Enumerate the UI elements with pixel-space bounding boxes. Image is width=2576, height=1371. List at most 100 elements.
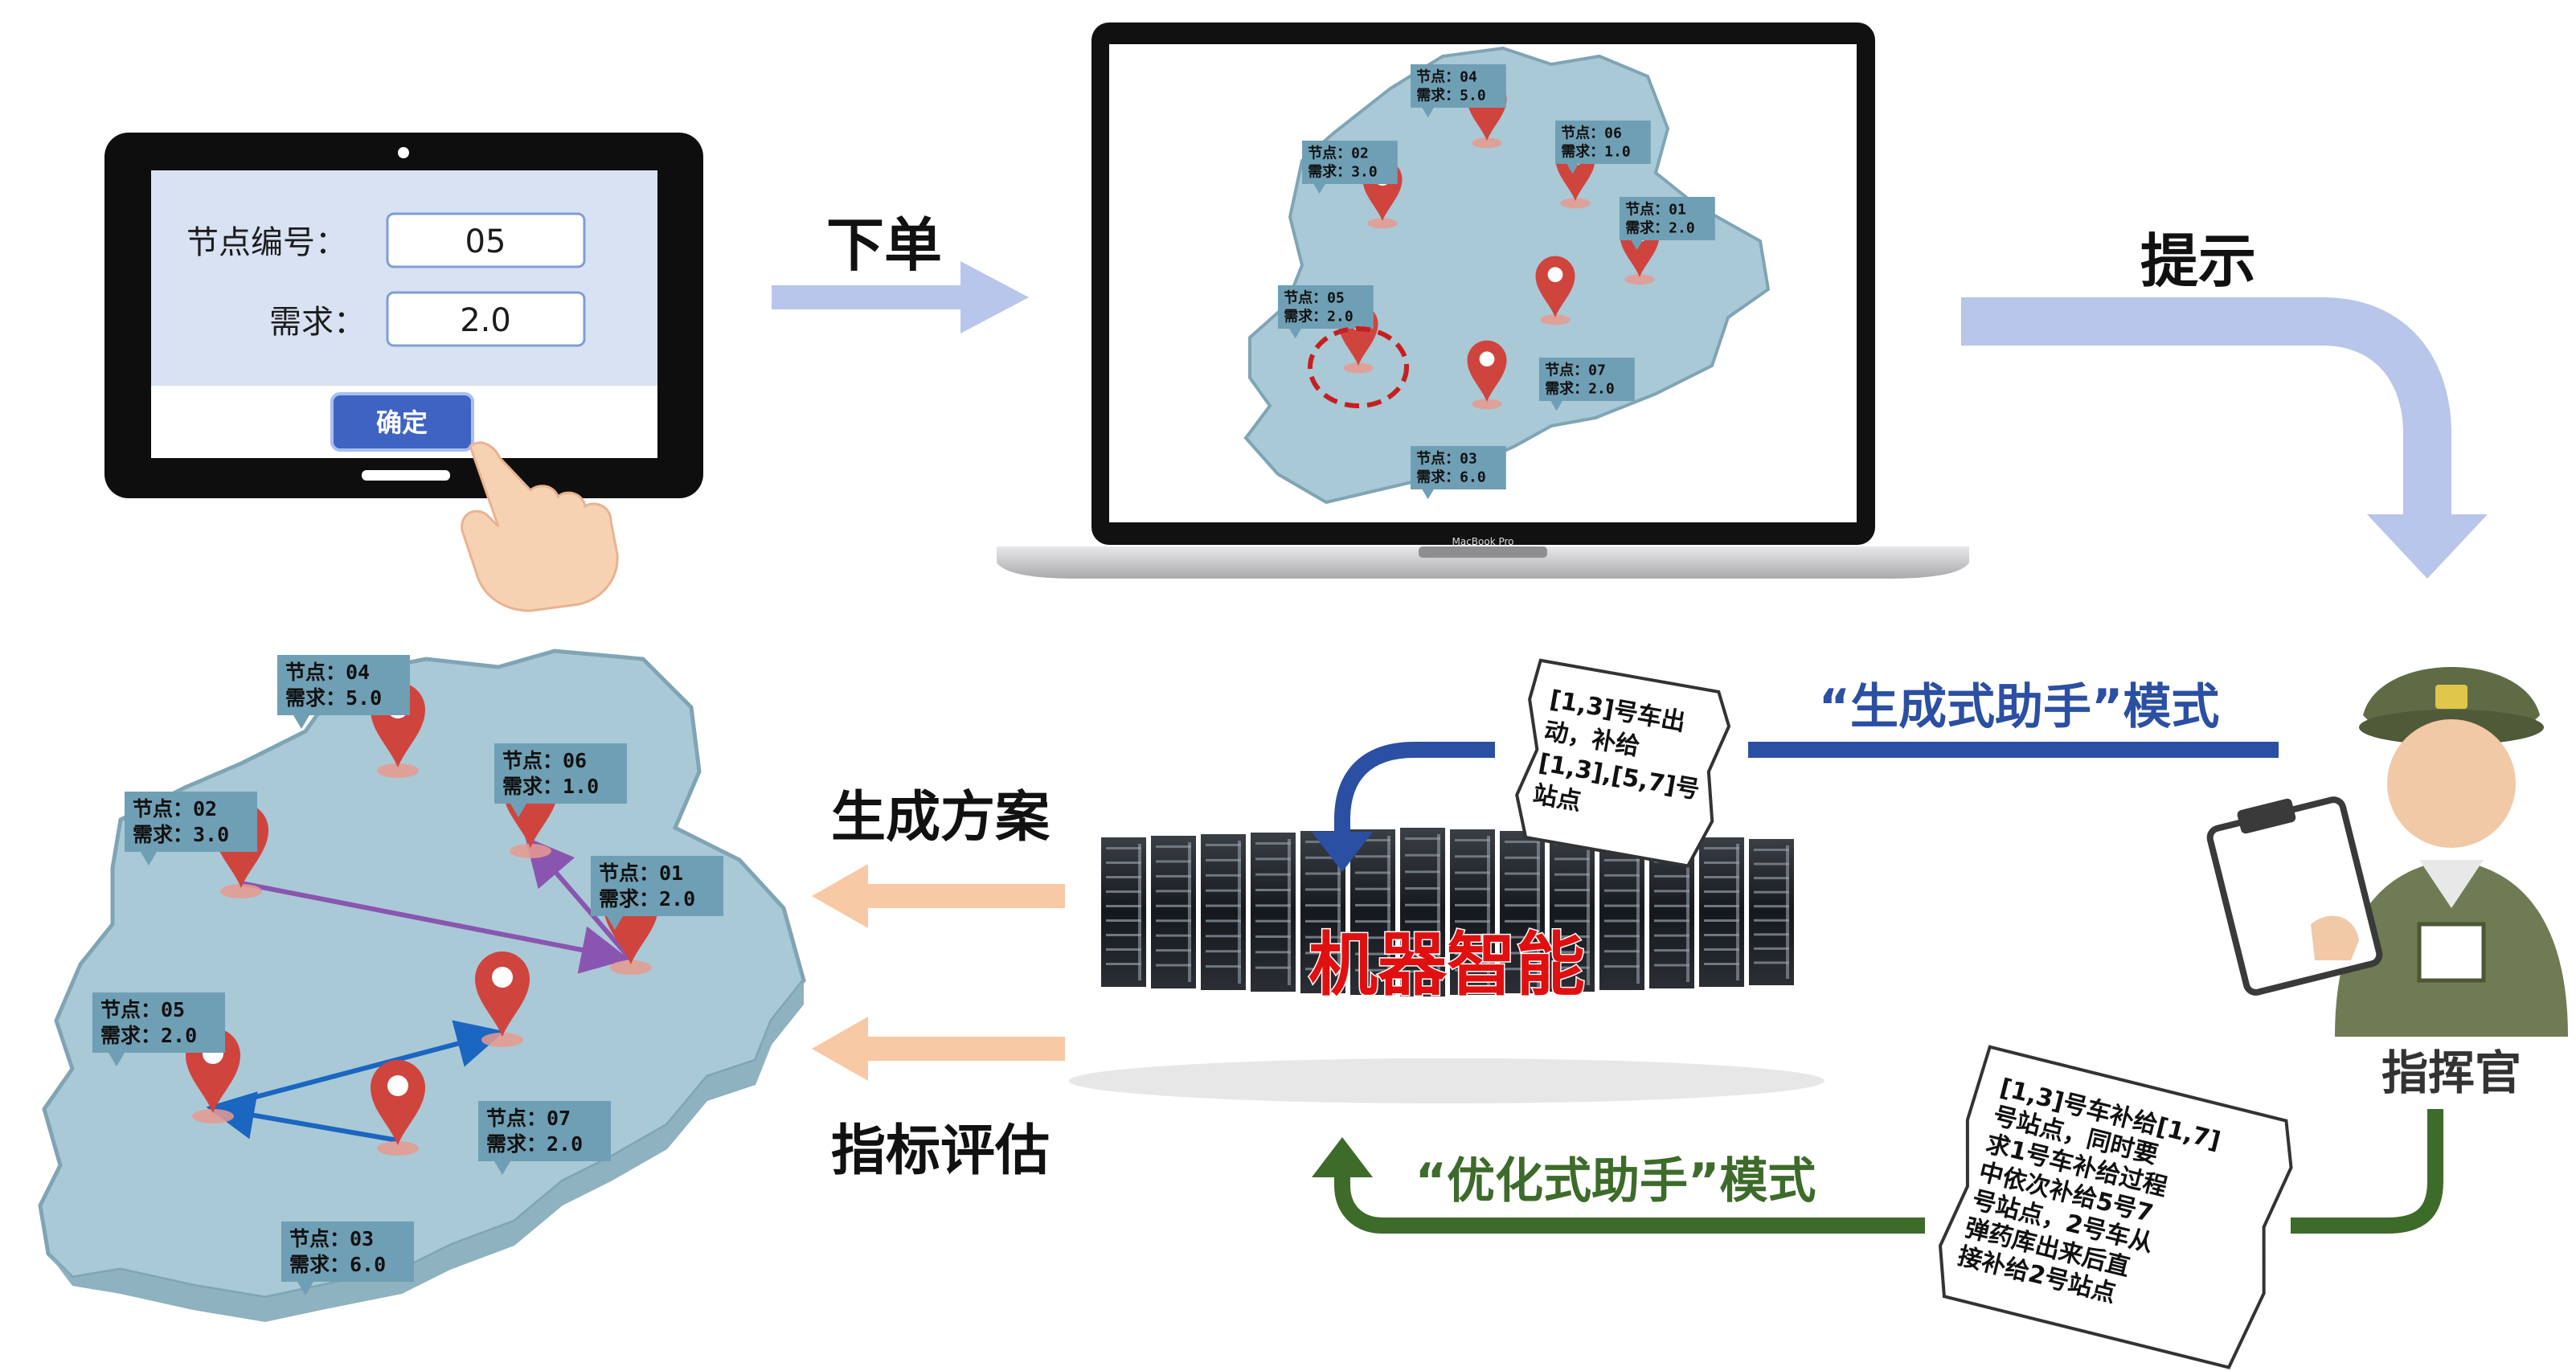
- node-01-number-text: 节点：01: [1625, 201, 1686, 219]
- server-rack: [1251, 833, 1296, 992]
- demand-value: 2.0: [460, 302, 511, 339]
- generative-note: [1,3]号车出动，补给[1,3],[5,7]号站点: [1515, 658, 1731, 868]
- node-07-pin-icon[interactable]: [475, 952, 530, 1047]
- node-07-demand-text: 需求：2.0: [1545, 380, 1615, 398]
- node-07-pin-icon[interactable]: [1535, 256, 1575, 325]
- server-rack: [1749, 839, 1794, 985]
- node-06-demand-text: 需求：1.0: [502, 775, 599, 798]
- server-rack: [1151, 836, 1196, 988]
- server-rack: [1599, 834, 1644, 990]
- node-04-number-text: 节点：04: [285, 661, 370, 684]
- pointing-hand-icon: [461, 441, 619, 612]
- node-05-label: 节点：05 需求：2.0: [92, 992, 225, 1066]
- node-07-demand-text: 需求：2.0: [486, 1132, 583, 1156]
- server-rack: [1101, 837, 1146, 987]
- order-label: 下单: [826, 211, 942, 279]
- node-03-number-text: 节点：03: [1416, 450, 1477, 468]
- tablet-home-button[interactable]: [362, 470, 450, 481]
- tablet-device: 节点编号： 05 需求： 2.0 确定: [104, 133, 703, 612]
- server-rack: [1500, 831, 1545, 993]
- node-05-demand-text: 需求：2.0: [1284, 308, 1354, 325]
- route-lines: [206, 837, 633, 1143]
- generative-mode-label: “生成式助手”模式: [1819, 679, 2220, 735]
- node-04-demand-text: 需求：5.0: [1416, 87, 1486, 104]
- clipboard-icon: [2206, 796, 2383, 996]
- node-01-demand-text: 需求：2.0: [1625, 219, 1695, 237]
- demand-label: 需求：: [269, 304, 366, 341]
- node-03-pin-icon[interactable]: [1467, 340, 1507, 410]
- laptop-pins: 节点：04需求：5.0节点：06需求：1.0节点：02需求：3.0节点：01需求…: [1278, 64, 1715, 500]
- optimizing-mode-label: “优化式助手”模式: [1415, 1153, 1816, 1209]
- prompt-label: 提示: [2140, 227, 2256, 295]
- generative-mode-arrow: “生成式助手”模式: [1312, 679, 2279, 872]
- route-01-to-06: [525, 837, 633, 961]
- node-07-number-text: 节点：07: [1545, 362, 1606, 379]
- node-05-number-text: 节点：05: [100, 998, 185, 1021]
- route-pins: 节点：04需求：5.0节点：06需求：1.0节点：02需求：3.0节点：01需求…: [92, 655, 723, 1295]
- node-03-number-text: 节点：03: [289, 1227, 374, 1250]
- node-05-number-text: 节点：05: [1284, 289, 1345, 307]
- node-number-value: 05: [465, 223, 506, 260]
- server-rack: [1450, 829, 1495, 995]
- region-map-shape: [38, 649, 806, 1300]
- node-04-demand-text: 需求：5.0: [285, 686, 382, 710]
- demand-input[interactable]: [386, 291, 586, 347]
- node-06-number-text: 节点：06: [1561, 125, 1622, 142]
- laptop-device: MacBook Pro 节点：04需求：5.0节点：06需求：1.0节点：02需…: [997, 23, 1969, 579]
- node-02-number-text: 节点：02: [133, 797, 217, 821]
- node-01-demand-text: 需求：2.0: [599, 887, 695, 911]
- node-07-number-text: 节点：07: [486, 1107, 571, 1130]
- route-map: 节点：04需求：5.0节点：06需求：1.0节点：02需求：3.0节点：01需求…: [38, 649, 806, 1322]
- cap-badge-icon: [2435, 685, 2467, 709]
- confirm-button-label: 确定: [376, 407, 428, 438]
- tablet-form-panel: [151, 170, 657, 386]
- node-06-number-text: 节点：06: [502, 749, 587, 772]
- node-number-input[interactable]: [386, 212, 586, 268]
- confirm-button[interactable]: 确定: [330, 392, 474, 452]
- node-04-number-text: 节点：04: [1416, 68, 1477, 86]
- server-rack: [1350, 829, 1395, 995]
- commander-label: 指挥官: [2381, 1046, 2521, 1100]
- node-02-demand-text: 需求：3.0: [1308, 163, 1378, 181]
- commander-figure: 指挥官: [2206, 667, 2568, 1100]
- node-number-label: 节点编号：: [186, 224, 347, 261]
- node-02-demand-text: 需求：3.0: [133, 823, 229, 846]
- machine-intelligence-servers: [1069, 828, 1824, 1103]
- order-arrow: 下单: [772, 211, 1029, 334]
- route-03-to-05: [206, 1091, 399, 1143]
- server-rack: [1201, 834, 1246, 990]
- node-03-demand-text: 需求：6.0: [1416, 469, 1486, 486]
- server-rack: [1400, 828, 1445, 997]
- optimizing-note: [1,3]号车补给[1,7]号站点，同时要求1号车补给过程中依次补给5号7号站点…: [1938, 1045, 2293, 1369]
- generate-plan-label: 生成方案: [831, 786, 1050, 849]
- node-05-demand-text: 需求：2.0: [100, 1024, 197, 1047]
- node-02-number-text: 节点：02: [1308, 145, 1369, 162]
- selected-node-highlight: [1308, 326, 1409, 408]
- chest-pocket: [2417, 922, 2486, 983]
- evaluate-label: 指标评估: [831, 1119, 1050, 1183]
- evaluate-arrow: 指标评估: [812, 1017, 1065, 1183]
- prompt-arrow: 提示: [1961, 227, 2488, 579]
- route-02-to-01: [240, 881, 630, 974]
- server-rack: [1550, 833, 1595, 992]
- machine-intelligence-label: 机器智能: [1308, 925, 1585, 1005]
- route-05-to-07: [212, 1020, 506, 1111]
- node-06-label: 节点：06 需求：1.0: [494, 743, 627, 817]
- generate-plan-arrow: 生成方案: [812, 786, 1065, 928]
- node-01-number-text: 节点：01: [599, 861, 683, 885]
- laptop-brand: MacBook Pro: [1452, 536, 1513, 547]
- node-06-demand-text: 需求：1.0: [1561, 143, 1631, 161]
- server-rack: [1699, 837, 1744, 987]
- node-03-pin-icon[interactable]: [371, 1060, 425, 1156]
